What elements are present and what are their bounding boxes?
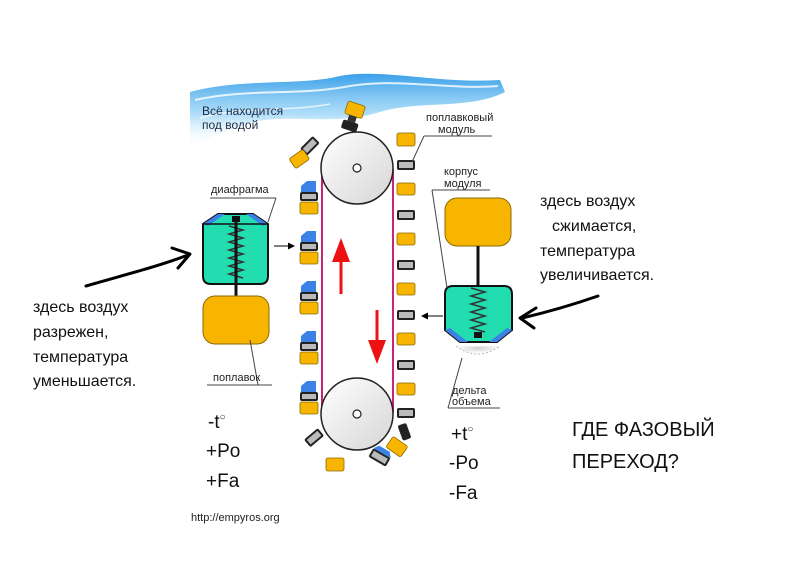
label-diaphragm: диафрагма (211, 184, 269, 196)
belt-module (396, 310, 416, 346)
belt-module (396, 132, 416, 196)
left-note-line3: температура (33, 348, 129, 366)
source-url: http://empyros.org (191, 512, 280, 524)
left-note-line2: разрежен, (33, 323, 109, 341)
label-pointers (207, 135, 500, 409)
belt-module (299, 281, 319, 315)
right-note-line4: увеличивается. (540, 267, 655, 285)
label-delta-volume-line1: дельта (452, 385, 487, 397)
water-note-line1: Всё находится (202, 104, 284, 118)
left-pressure: +Po (206, 441, 241, 463)
belt-module (396, 210, 416, 246)
spring-icon (468, 287, 488, 333)
right-belt-modules (396, 132, 416, 418)
belt-module (396, 360, 416, 396)
left-symbols: -t○ +Po +Fa (206, 408, 240, 496)
top-pulley (320, 131, 394, 205)
belt-module (396, 260, 416, 296)
left-temp: -t○ (206, 408, 240, 437)
belt-module (299, 381, 319, 415)
up-arrow (332, 238, 350, 294)
label-float-module: поплавковый модуль (426, 112, 494, 136)
belt-module (299, 331, 319, 365)
left-note-line1: здесь воздух (33, 299, 129, 316)
label-module-body-line2: модуля (444, 177, 482, 190)
right-enlarged-module (444, 197, 513, 355)
phase-question: ГДЕ ФАЗОВЫЙ ПЕРЕХОД? (572, 414, 715, 478)
hand-arrows (84, 246, 600, 330)
left-belt-modules (299, 181, 319, 415)
right-temp-value: +t (451, 424, 468, 445)
right-note-line3: температура (540, 242, 636, 260)
belt-module (299, 181, 319, 215)
label-delta-volume: дельта объема (452, 386, 491, 408)
label-module-body: корпус модуля (444, 166, 482, 190)
right-temp: +t○ (449, 420, 479, 449)
phase-question-line2: ПЕРЕХОД? (572, 451, 679, 473)
down-arrow (368, 310, 386, 364)
left-note: здесь воздух разрежен, температура умень… (33, 296, 136, 395)
right-note-line1: здесь воздух (540, 193, 636, 210)
connector-arrows (274, 242, 443, 320)
belt-module (397, 408, 415, 418)
left-temp-value: -t (208, 412, 220, 433)
water-note: Всё находится под водой (202, 104, 284, 133)
label-float-module-line1: поплавковый (426, 112, 494, 124)
label-float: поплавок (213, 372, 261, 384)
label-module-body-line1: корпус (444, 166, 479, 178)
right-note-line2: сжимается, (552, 217, 637, 235)
right-pressure: -Po (449, 453, 479, 475)
degree-icon: ○ (219, 412, 226, 423)
right-note: здесь воздух сжимается, температура увел… (540, 190, 654, 289)
left-note-line4: уменьшается. (33, 373, 137, 391)
label-float-module-line2: модуль (438, 123, 476, 136)
left-enlarged-module (202, 213, 270, 345)
phase-question-line1: ГДЕ ФАЗОВЫЙ (572, 419, 715, 441)
top-arc-modules (289, 100, 366, 169)
left-force: +Fa (206, 470, 240, 492)
bottom-arc-modules (304, 423, 411, 472)
right-force: -Fa (449, 482, 478, 504)
spring-icon (226, 222, 246, 296)
water-note-line2: под водой (202, 117, 259, 132)
right-symbols: +t○ -Po -Fa (449, 420, 479, 508)
degree-icon: ○ (467, 424, 474, 435)
belt-module (299, 231, 319, 265)
bottom-pulley (320, 377, 394, 451)
label-delta-volume-line2: объема (452, 396, 491, 408)
